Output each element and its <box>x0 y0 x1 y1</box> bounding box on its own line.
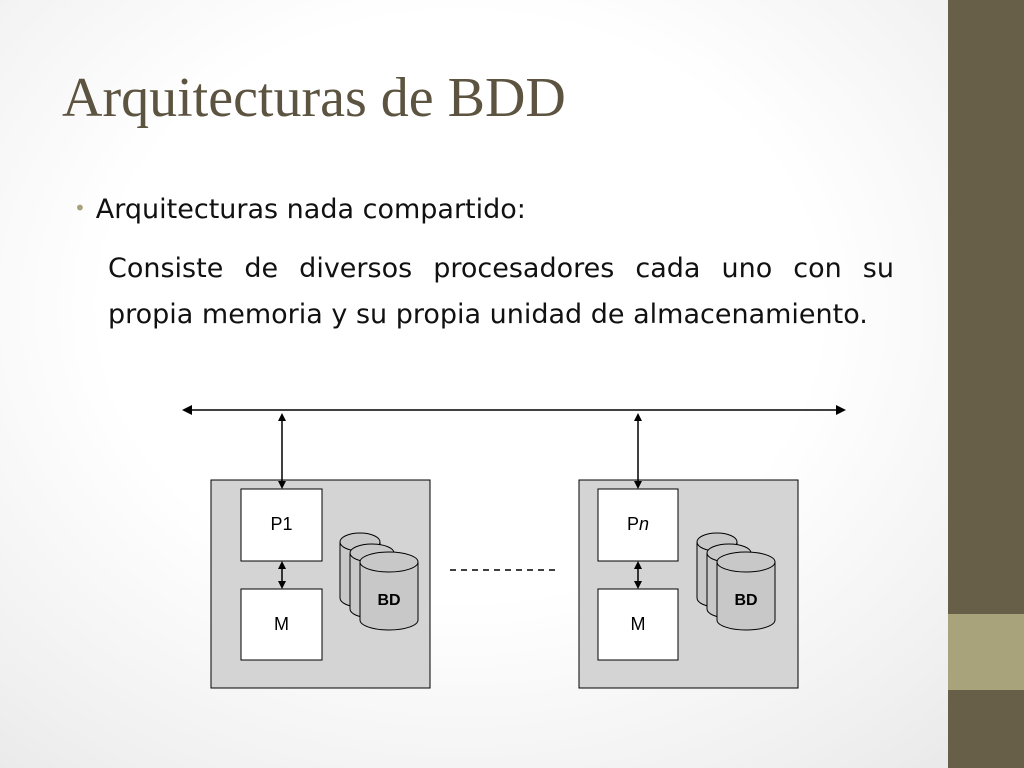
storage-label-right: BD <box>734 592 757 609</box>
bullet-dot-icon: • <box>74 196 86 220</box>
side-band-light <box>948 614 1024 690</box>
processor-label-p1: P1 <box>270 514 292 534</box>
memory-box-left <box>240 588 323 661</box>
processor-label-pn-suffix: n <box>639 514 649 534</box>
disk-stack-right <box>696 532 776 631</box>
body-paragraph: Consiste de diversos procesadores cada u… <box>108 253 894 330</box>
side-band-dark-bottom <box>948 690 1024 768</box>
processor-label-pn: Pn <box>627 514 649 534</box>
memory-label-left: M <box>274 614 289 634</box>
memory-box-right <box>597 588 679 661</box>
memory-label-right: M <box>631 614 646 634</box>
processor-box-p1 <box>240 488 323 562</box>
bullet-text: Arquitecturas nada compartido: <box>95 194 526 225</box>
node-left: P1 M BD <box>210 413 431 689</box>
slide-title: Arquitecturas de BDD <box>62 67 566 129</box>
storage-label-left: BD <box>377 592 400 609</box>
node-right: Pn M BD <box>578 413 799 689</box>
disk-stack-left <box>339 532 419 631</box>
processor-label-pn-prefix: P <box>627 514 639 534</box>
bullet-item: • Arquitecturas nada compartido: <box>74 190 526 231</box>
side-band-dark-top <box>948 0 1024 614</box>
